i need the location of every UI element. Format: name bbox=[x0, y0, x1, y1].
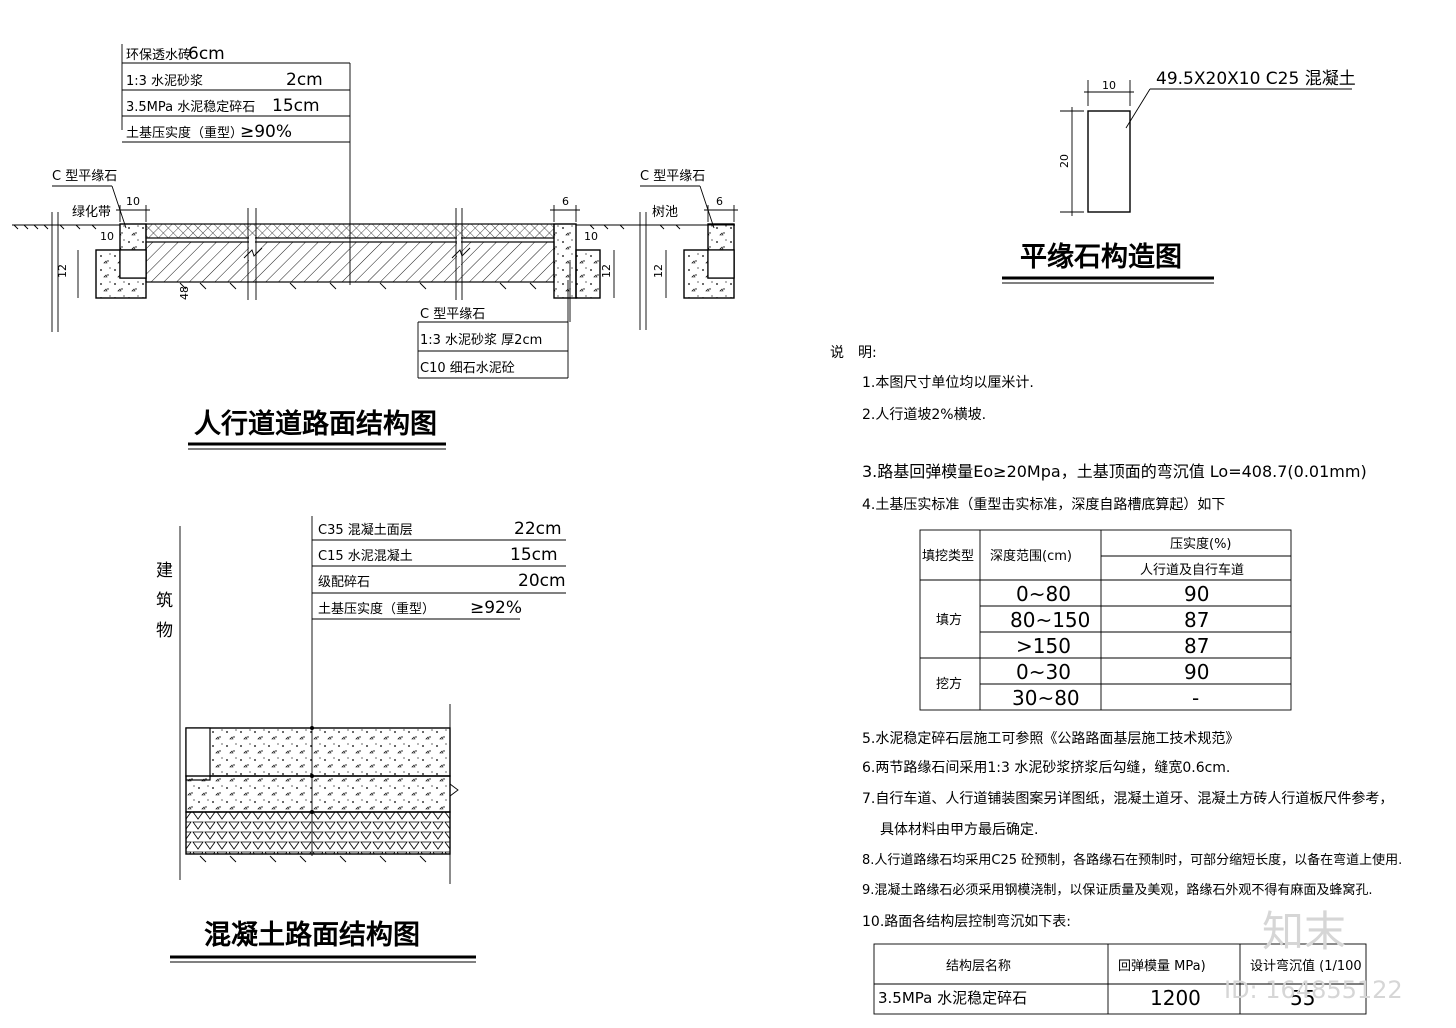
bottom-callout-3: C10 细石水泥砼 bbox=[420, 361, 515, 376]
note-8: 8.人行道路缘石均采用C25 砼预制，各路缘石在预制时，可部分缩短长度，以备在弯… bbox=[862, 852, 1402, 868]
treepool-dim-6: 6 bbox=[716, 195, 723, 208]
concrete-layer-2-name: C15 水泥混凝土 bbox=[318, 548, 413, 564]
ctable-fill-r3-depth: >150 bbox=[1016, 634, 1071, 658]
note-6: 6.两节路缘石间采用1:3 水泥砂浆挤浆后勾缝，缝宽0.6cm. bbox=[862, 759, 1230, 776]
ctable-header-depth: 深度范围(cm) bbox=[990, 548, 1072, 564]
green-belt-label: 绿化带 bbox=[72, 205, 111, 220]
ctable-cut-r1-depth: 0~30 bbox=[1016, 660, 1071, 684]
concrete-layer-3-value: 20cm bbox=[518, 571, 566, 591]
note-10: 10.路面各结构层控制弯沉如下表: bbox=[862, 913, 1071, 930]
concrete-title: 混凝土路面结构图 bbox=[204, 919, 420, 951]
curb-width-dim: 10 bbox=[1102, 79, 1116, 92]
dtable-row-1-name: 3.5MPa 水泥稳定碎石 bbox=[878, 989, 1027, 1007]
sidewalk-diagram: 环保透水砖 6cm 1:3 水泥砂浆 2cm 3.5MPa 水泥稳定碎石 15c… bbox=[12, 44, 738, 450]
concrete-layer-1-value: 22cm bbox=[514, 519, 562, 539]
building-char-1: 建 bbox=[156, 561, 173, 581]
sidewalk-layer-1-name: 环保透水砖 bbox=[126, 48, 191, 63]
building-char-2: 筑 bbox=[156, 591, 173, 611]
tree-pool-label: 树池 bbox=[652, 205, 678, 220]
dtable-row-1-deflection: 55 bbox=[1290, 986, 1315, 1010]
sidewalk-title: 人行道道路面结构图 bbox=[194, 408, 437, 440]
ctable-fill-r2-value: 87 bbox=[1184, 608, 1209, 632]
concrete-layer-1-name: C35 混凝土面层 bbox=[318, 522, 413, 538]
sidewalk-layer-2-name: 1:3 水泥砂浆 bbox=[126, 74, 203, 89]
sidewalk-dim-10-left: 10 bbox=[126, 195, 140, 208]
sidewalk-dim-12-left: 12 bbox=[56, 264, 69, 278]
sidewalk-layer-1-value: 6cm bbox=[188, 44, 225, 64]
note-7: 7.自行车道、人行道铺装图案另详图纸，混凝土道牙、混凝土方砖人行道板尺件参考， bbox=[862, 790, 1393, 807]
curb-height-dim: 20 bbox=[1058, 154, 1071, 168]
sidewalk-layer-4-value: ≥90% bbox=[240, 122, 292, 142]
watermark-logo: 知末 bbox=[1262, 907, 1346, 956]
bottom-callout-1: C 型平缘石 bbox=[420, 307, 485, 322]
ctable-cut-r1-value: 90 bbox=[1184, 660, 1209, 684]
sidewalk-dim-6-right: 6 bbox=[562, 195, 569, 208]
concrete-diagram: 建 筑 物 C35 混凝土面层 22cm C15 水泥混凝土 15cm 级配碎石… bbox=[156, 516, 566, 963]
deflection-table: 结构层名称 回弹模量 MPa) 设计弯沉值 (1/100 3.5MPa 水泥稳定… bbox=[873, 943, 1367, 1015]
sidewalk-layer-3-name: 3.5MPa 水泥稳定碎石 bbox=[126, 99, 255, 115]
ctable-fill-r2-depth: 80~150 bbox=[1010, 608, 1090, 632]
ctable-fill-r3-value: 87 bbox=[1184, 634, 1209, 658]
note-4: 4.土基压实标准（重型击实标准，深度自路槽底算起）如下 bbox=[862, 496, 1225, 513]
note-1: 1.本图尺寸单位均以厘米计. bbox=[862, 375, 1034, 391]
sidewalk-layer-2-value: 2cm bbox=[286, 70, 323, 90]
dtable-row-1-modulus: 1200 bbox=[1150, 986, 1201, 1010]
sidewalk-dim-10-left-inner: 10 bbox=[100, 230, 114, 243]
note-7b: 具体材料由甲方最后确定. bbox=[880, 822, 1038, 838]
concrete-layer-3-name: 级配碎石 bbox=[318, 575, 370, 590]
curb-detail-title: 平缘石构造图 bbox=[1020, 242, 1182, 273]
curb-label-right: C 型平缘石 bbox=[640, 169, 705, 184]
ctable-cut-r2-depth: 30~80 bbox=[1012, 686, 1080, 710]
bottom-callout-2: 1:3 水泥砂浆 厚2cm bbox=[420, 333, 542, 348]
notes-heading: 说 明: bbox=[830, 345, 877, 361]
curb-stone-shape bbox=[1087, 110, 1131, 213]
ctable-fill-r1-depth: 0~80 bbox=[1016, 582, 1071, 606]
curb-detail-diagram: 10 20 49.5X20X10 C25 混凝土 平缘石构造图 bbox=[1002, 69, 1356, 284]
ctable-header-type: 填挖类型 bbox=[922, 549, 974, 564]
note-2: 2.人行道坡2%横坡. bbox=[862, 407, 986, 423]
note-9: 9.混凝土路缘石必须采用钢模浇制，以保证质量及美观，路缘石外观不得有麻面及蜂窝孔… bbox=[862, 882, 1373, 898]
ctable-fill-r1-value: 90 bbox=[1184, 582, 1209, 606]
ctable-cut-type: 挖方 bbox=[936, 676, 962, 692]
curb-label-left: C 型平缘石 bbox=[52, 169, 117, 184]
concrete-layer-4-name: 土基压实度（重型） bbox=[318, 601, 435, 617]
sidewalk-dim-48: 48 bbox=[178, 286, 191, 300]
ctable-fill-type: 填方 bbox=[936, 612, 962, 628]
ctable-header-compaction: 压实度(%) bbox=[1170, 536, 1232, 552]
watermark-id: ID: 1648551​22 bbox=[1224, 976, 1403, 1004]
note-3: 3.路基回弹模量Eo≥20Mpa，土基顶面的弯沉值 Lo=408.7(0.01m… bbox=[862, 462, 1367, 481]
note-5: 5.水泥稳定碎石层施工可参照《公路路面基层施工技术规范》 bbox=[862, 730, 1239, 747]
treepool-dim-12: 12 bbox=[652, 264, 665, 278]
ctable-cut-r2-value: - bbox=[1192, 686, 1199, 710]
concrete-layer-2-value: 15cm bbox=[510, 545, 558, 565]
ctable-subheader: 人行道及自行车道 bbox=[1140, 562, 1244, 578]
compaction-table: 填挖类型 深度范围(cm) 压实度(%) 人行道及自行车道 填方 0~80 90… bbox=[919, 529, 1292, 711]
dtable-header-1: 结构层名称 bbox=[946, 958, 1011, 974]
dtable-header-2: 回弹模量 MPa) bbox=[1118, 959, 1206, 974]
building-char-3: 物 bbox=[156, 621, 173, 641]
dtable-header-3: 设计弯沉值 (1/100 bbox=[1250, 958, 1362, 974]
sidewalk-layer-3-value: 15cm bbox=[272, 96, 320, 116]
sidewalk-dim-10-right: 10 bbox=[584, 230, 598, 243]
concrete-layer-4-value: ≥92% bbox=[470, 598, 522, 618]
notes-block: 说 明: 1.本图尺寸单位均以厘米计. 2.人行道坡2%横坡. 3.路基回弹模量… bbox=[830, 345, 1402, 930]
curb-spec: 49.5X20X10 C25 混凝土 bbox=[1156, 69, 1356, 89]
sidewalk-dim-12-right: 12 bbox=[600, 264, 613, 278]
sidewalk-layer-4-name: 土基压实度（重型） bbox=[126, 125, 243, 141]
